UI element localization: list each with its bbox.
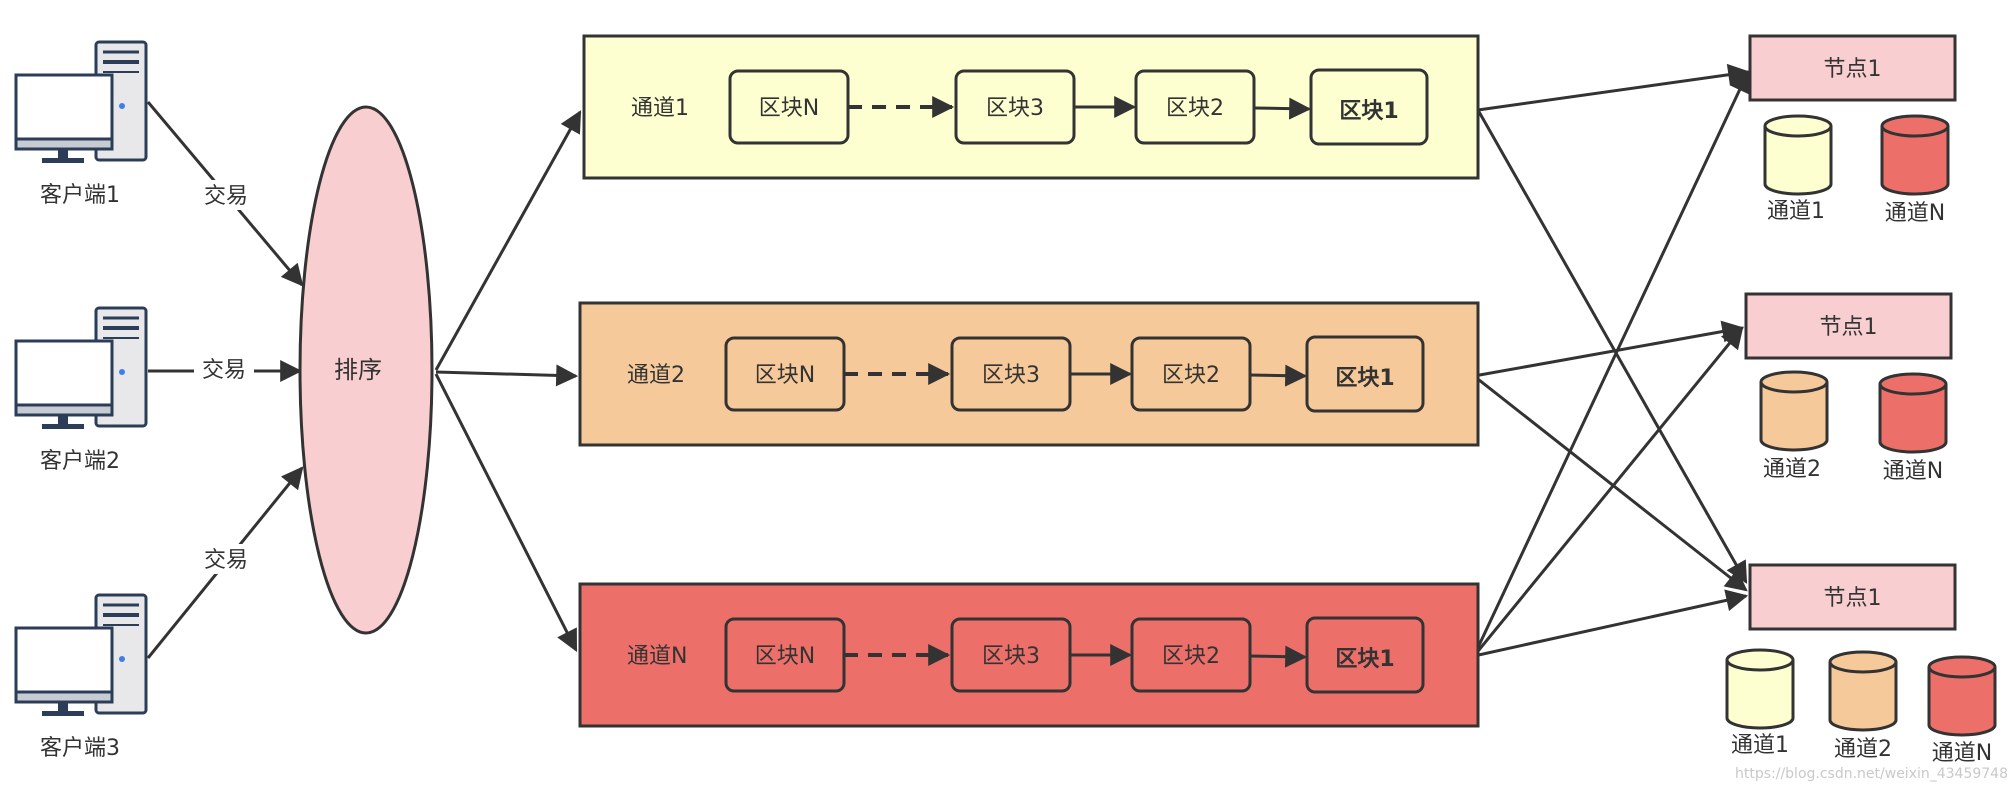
client: 客户端1 bbox=[14, 40, 148, 208]
block: 区块2 bbox=[1134, 69, 1256, 145]
ledger-label: 通道N bbox=[1883, 459, 1943, 484]
block-label: 区块2 bbox=[1162, 363, 1220, 388]
block: 区块2 bbox=[1130, 617, 1252, 693]
block-label: 区块3 bbox=[982, 644, 1040, 669]
client: 客户端2 bbox=[14, 306, 148, 474]
watermark: https://blog.csdn.net/weixin_43459748 bbox=[1735, 766, 2008, 782]
orderer-to-channel-arrow bbox=[434, 373, 578, 652]
channel-to-node-arrow bbox=[1472, 326, 1744, 657]
transaction-label: 交易 bbox=[202, 358, 246, 383]
peer-node: 节点1 通道1 通道2 通道N bbox=[1725, 563, 1997, 766]
orderer-to-channel-arrow bbox=[435, 364, 579, 387]
ledger: 通道1 bbox=[1725, 648, 1795, 758]
block: 区块1 bbox=[1305, 335, 1425, 413]
database-icon bbox=[1880, 114, 1950, 196]
orderer: 排序 bbox=[298, 105, 434, 635]
block-label: 区块3 bbox=[982, 363, 1040, 388]
orderer-ellipse bbox=[298, 105, 434, 635]
client-label: 客户端3 bbox=[40, 736, 120, 761]
orderer-label: 排序 bbox=[334, 356, 382, 384]
channel-to-node-arrow bbox=[1477, 63, 1751, 112]
peer-node: 节点1 通道2 通道N bbox=[1744, 292, 1953, 484]
database-icon bbox=[1725, 648, 1795, 730]
label-background bbox=[196, 544, 256, 574]
block-arrow bbox=[1253, 97, 1312, 120]
ledger-label: 通道1 bbox=[1731, 733, 1789, 758]
channel-label: 通道2 bbox=[627, 363, 685, 388]
computer-icon bbox=[14, 306, 148, 429]
channel-lane: 通道2 区块N 区块3 区块2 区块1 bbox=[578, 301, 1480, 447]
block: 区块3 bbox=[954, 69, 1076, 145]
ledger: 通道2 bbox=[1828, 650, 1898, 762]
client-label: 客户端2 bbox=[40, 449, 120, 474]
block: 区块3 bbox=[950, 336, 1072, 412]
block-label: 区块1 bbox=[1335, 647, 1394, 672]
peer-node-label: 节点1 bbox=[1824, 586, 1882, 611]
ledger: 通道N bbox=[1878, 372, 1948, 484]
block: 区块2 bbox=[1130, 336, 1252, 412]
peer-node-label: 节点1 bbox=[1820, 315, 1878, 340]
peer-node-box bbox=[1744, 292, 1953, 360]
database-icon bbox=[1759, 370, 1829, 452]
ledger-label: 通道1 bbox=[1767, 199, 1825, 224]
database-icon bbox=[1878, 372, 1948, 454]
block-label: 区块2 bbox=[1162, 644, 1220, 669]
peer-node-box bbox=[1748, 34, 1957, 102]
database-icon bbox=[1927, 655, 1997, 737]
block: 区块N bbox=[724, 617, 846, 693]
ledger: 通道N bbox=[1927, 655, 1997, 766]
block-arrow bbox=[1249, 364, 1308, 387]
block-label: 区块N bbox=[755, 644, 815, 669]
channel-to-node-arrow bbox=[1473, 589, 1749, 658]
ledger: 通道1 bbox=[1763, 114, 1833, 224]
channel-lane: 通道1 区块N 区块3 区块2 区块1 bbox=[582, 34, 1480, 180]
channel-to-node-arrow bbox=[1476, 109, 1748, 584]
block: 区块1 bbox=[1305, 616, 1425, 694]
database-icon bbox=[1763, 114, 1833, 196]
peer-nodes: 节点1 通道1 通道N 节点1 通道2 通道N 节点1 通道1 通道2 通道N bbox=[1725, 34, 1997, 766]
channel-to-node-arrow bbox=[1473, 374, 1748, 592]
ledger-label: 通道N bbox=[1885, 201, 1945, 226]
block-label: 区块N bbox=[755, 363, 815, 388]
block-label: 区块3 bbox=[986, 96, 1044, 121]
block-arrow bbox=[1249, 645, 1308, 668]
ledger-label: 通道2 bbox=[1763, 457, 1821, 482]
channel-label: 通道N bbox=[627, 644, 687, 669]
block-label: 区块1 bbox=[1335, 366, 1394, 391]
block: 区块1 bbox=[1309, 68, 1429, 146]
transaction-label: 交易 bbox=[204, 184, 248, 209]
ledger-label: 通道2 bbox=[1834, 737, 1892, 762]
peer-node-label: 节点1 bbox=[1824, 57, 1882, 82]
computer-icon bbox=[14, 40, 148, 163]
channel-to-node-arrow bbox=[1473, 320, 1745, 378]
client-label: 客户端1 bbox=[40, 183, 120, 208]
client: 客户端3 bbox=[14, 593, 148, 761]
orderer-to-channel-arrow bbox=[434, 110, 582, 371]
ledger: 通道N bbox=[1880, 114, 1950, 226]
label-background bbox=[196, 180, 256, 210]
ledger: 通道2 bbox=[1759, 370, 1829, 482]
peer-node-box bbox=[1748, 563, 1957, 631]
peer-node: 节点1 通道1 通道N bbox=[1748, 34, 1957, 226]
channel-label: 通道1 bbox=[631, 96, 689, 121]
clients: 客户端1 客户端2 客户端3 bbox=[14, 40, 148, 761]
channel-lane: 通道N 区块N 区块3 区块2 区块1 bbox=[578, 582, 1480, 728]
channels: 通道1 区块N 区块3 区块2 区块1 通道2 区块N 区块3 区块2 区块1 通道N 区块N 区块3 区… bbox=[578, 34, 1480, 728]
transaction-label: 交易 bbox=[204, 548, 248, 573]
block-label: 区块N bbox=[759, 96, 819, 121]
connectors bbox=[146, 63, 1751, 659]
label-background bbox=[194, 354, 254, 384]
database-icon bbox=[1828, 650, 1898, 732]
block-label: 区块2 bbox=[1166, 96, 1224, 121]
channel-to-node-arrow bbox=[1472, 70, 1750, 657]
block: 区块N bbox=[724, 336, 846, 412]
block: 区块3 bbox=[950, 617, 1072, 693]
computer-icon bbox=[14, 593, 148, 716]
ledger-label: 通道N bbox=[1932, 741, 1992, 766]
block-label: 区块1 bbox=[1339, 99, 1398, 124]
block: 区块N bbox=[728, 69, 850, 145]
